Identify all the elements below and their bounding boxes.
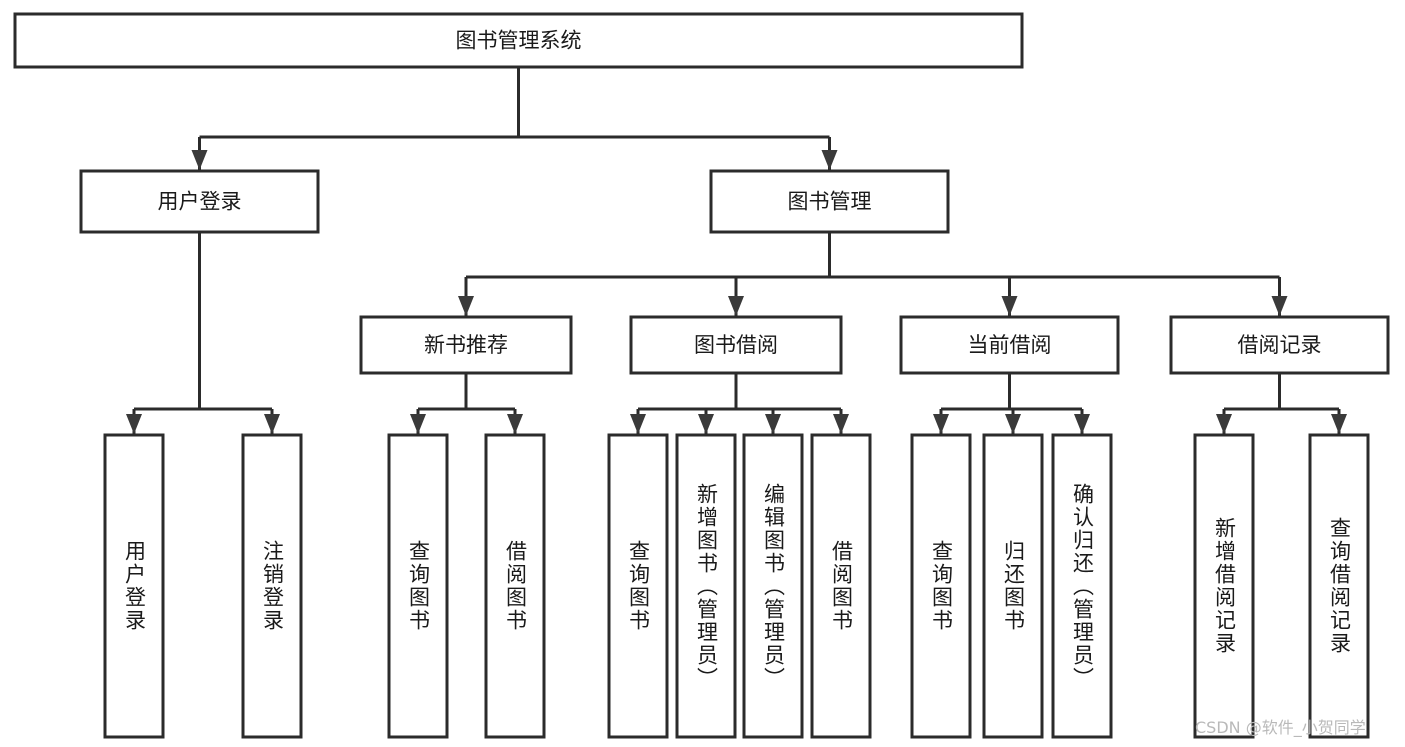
node-box-book-manage[interactable] xyxy=(709,169,950,234)
node-label-root: 图书管理系统 xyxy=(456,29,582,53)
arrow-head-icon xyxy=(410,414,426,434)
node-boxes xyxy=(13,12,1390,739)
arrow-head-icon xyxy=(728,296,744,316)
node-box-leaf-bb-borrow[interactable] xyxy=(810,433,872,739)
node-box-user-login[interactable] xyxy=(79,169,320,234)
node-box-leaf-cb-return[interactable] xyxy=(982,433,1044,739)
node-box-leaf-bb-edit[interactable] xyxy=(742,433,804,739)
node-box-leaf-cb-query[interactable] xyxy=(910,433,972,739)
node-box-borrow-record[interactable] xyxy=(1169,315,1390,375)
node-box-leaf-user-login[interactable] xyxy=(103,433,165,739)
arrow-head-icon xyxy=(833,414,849,434)
node-box-leaf-rec-query[interactable] xyxy=(387,433,449,739)
node-box-root[interactable] xyxy=(13,12,1024,69)
arrow-head-icon xyxy=(1001,296,1018,316)
arrow-head-icon xyxy=(191,150,208,170)
connector-edges xyxy=(126,67,1347,434)
node-box-leaf-br-query[interactable] xyxy=(1308,433,1370,739)
node-label-user-login: 用户登录 xyxy=(158,190,242,214)
arrow-head-icon xyxy=(1216,414,1232,434)
arrow-head-icon xyxy=(126,414,142,434)
node-box-leaf-cb-confirm[interactable] xyxy=(1051,433,1113,739)
arrow-head-icon xyxy=(1074,414,1090,434)
node-label-borrow-record: 借阅记录 xyxy=(1238,333,1322,357)
arrow-head-icon xyxy=(765,414,781,434)
arrow-head-icon xyxy=(1331,414,1347,434)
arrow-head-icon xyxy=(630,414,646,434)
node-box-leaf-rec-borrow[interactable] xyxy=(484,433,546,739)
arrow-head-icon xyxy=(507,414,523,434)
node-box-leaf-user-logout[interactable] xyxy=(241,433,303,739)
arrow-head-icon xyxy=(1271,296,1288,316)
node-box-leaf-bb-add[interactable] xyxy=(675,433,737,739)
arrow-head-icon xyxy=(264,414,280,434)
node-box-book-borrow[interactable] xyxy=(629,315,843,375)
node-label-book-borrow: 图书借阅 xyxy=(694,333,778,357)
arrow-head-icon xyxy=(933,414,949,434)
node-box-leaf-bb-query[interactable] xyxy=(607,433,669,739)
watermark-text: CSDN @软件_小贺同学 xyxy=(1195,718,1366,737)
node-box-new-book-rec[interactable] xyxy=(359,315,573,375)
node-label-new-book-rec: 新书推荐 xyxy=(424,333,508,357)
node-box-leaf-br-add[interactable] xyxy=(1193,433,1255,739)
arrow-head-icon xyxy=(821,150,838,170)
node-label-book-manage: 图书管理 xyxy=(788,190,872,214)
node-box-current-borrow[interactable] xyxy=(899,315,1120,375)
node-label-current-borrow: 当前借阅 xyxy=(968,333,1052,357)
arrow-head-icon xyxy=(458,296,474,316)
arrow-head-icon xyxy=(1005,414,1021,434)
arrow-head-icon xyxy=(698,414,714,434)
